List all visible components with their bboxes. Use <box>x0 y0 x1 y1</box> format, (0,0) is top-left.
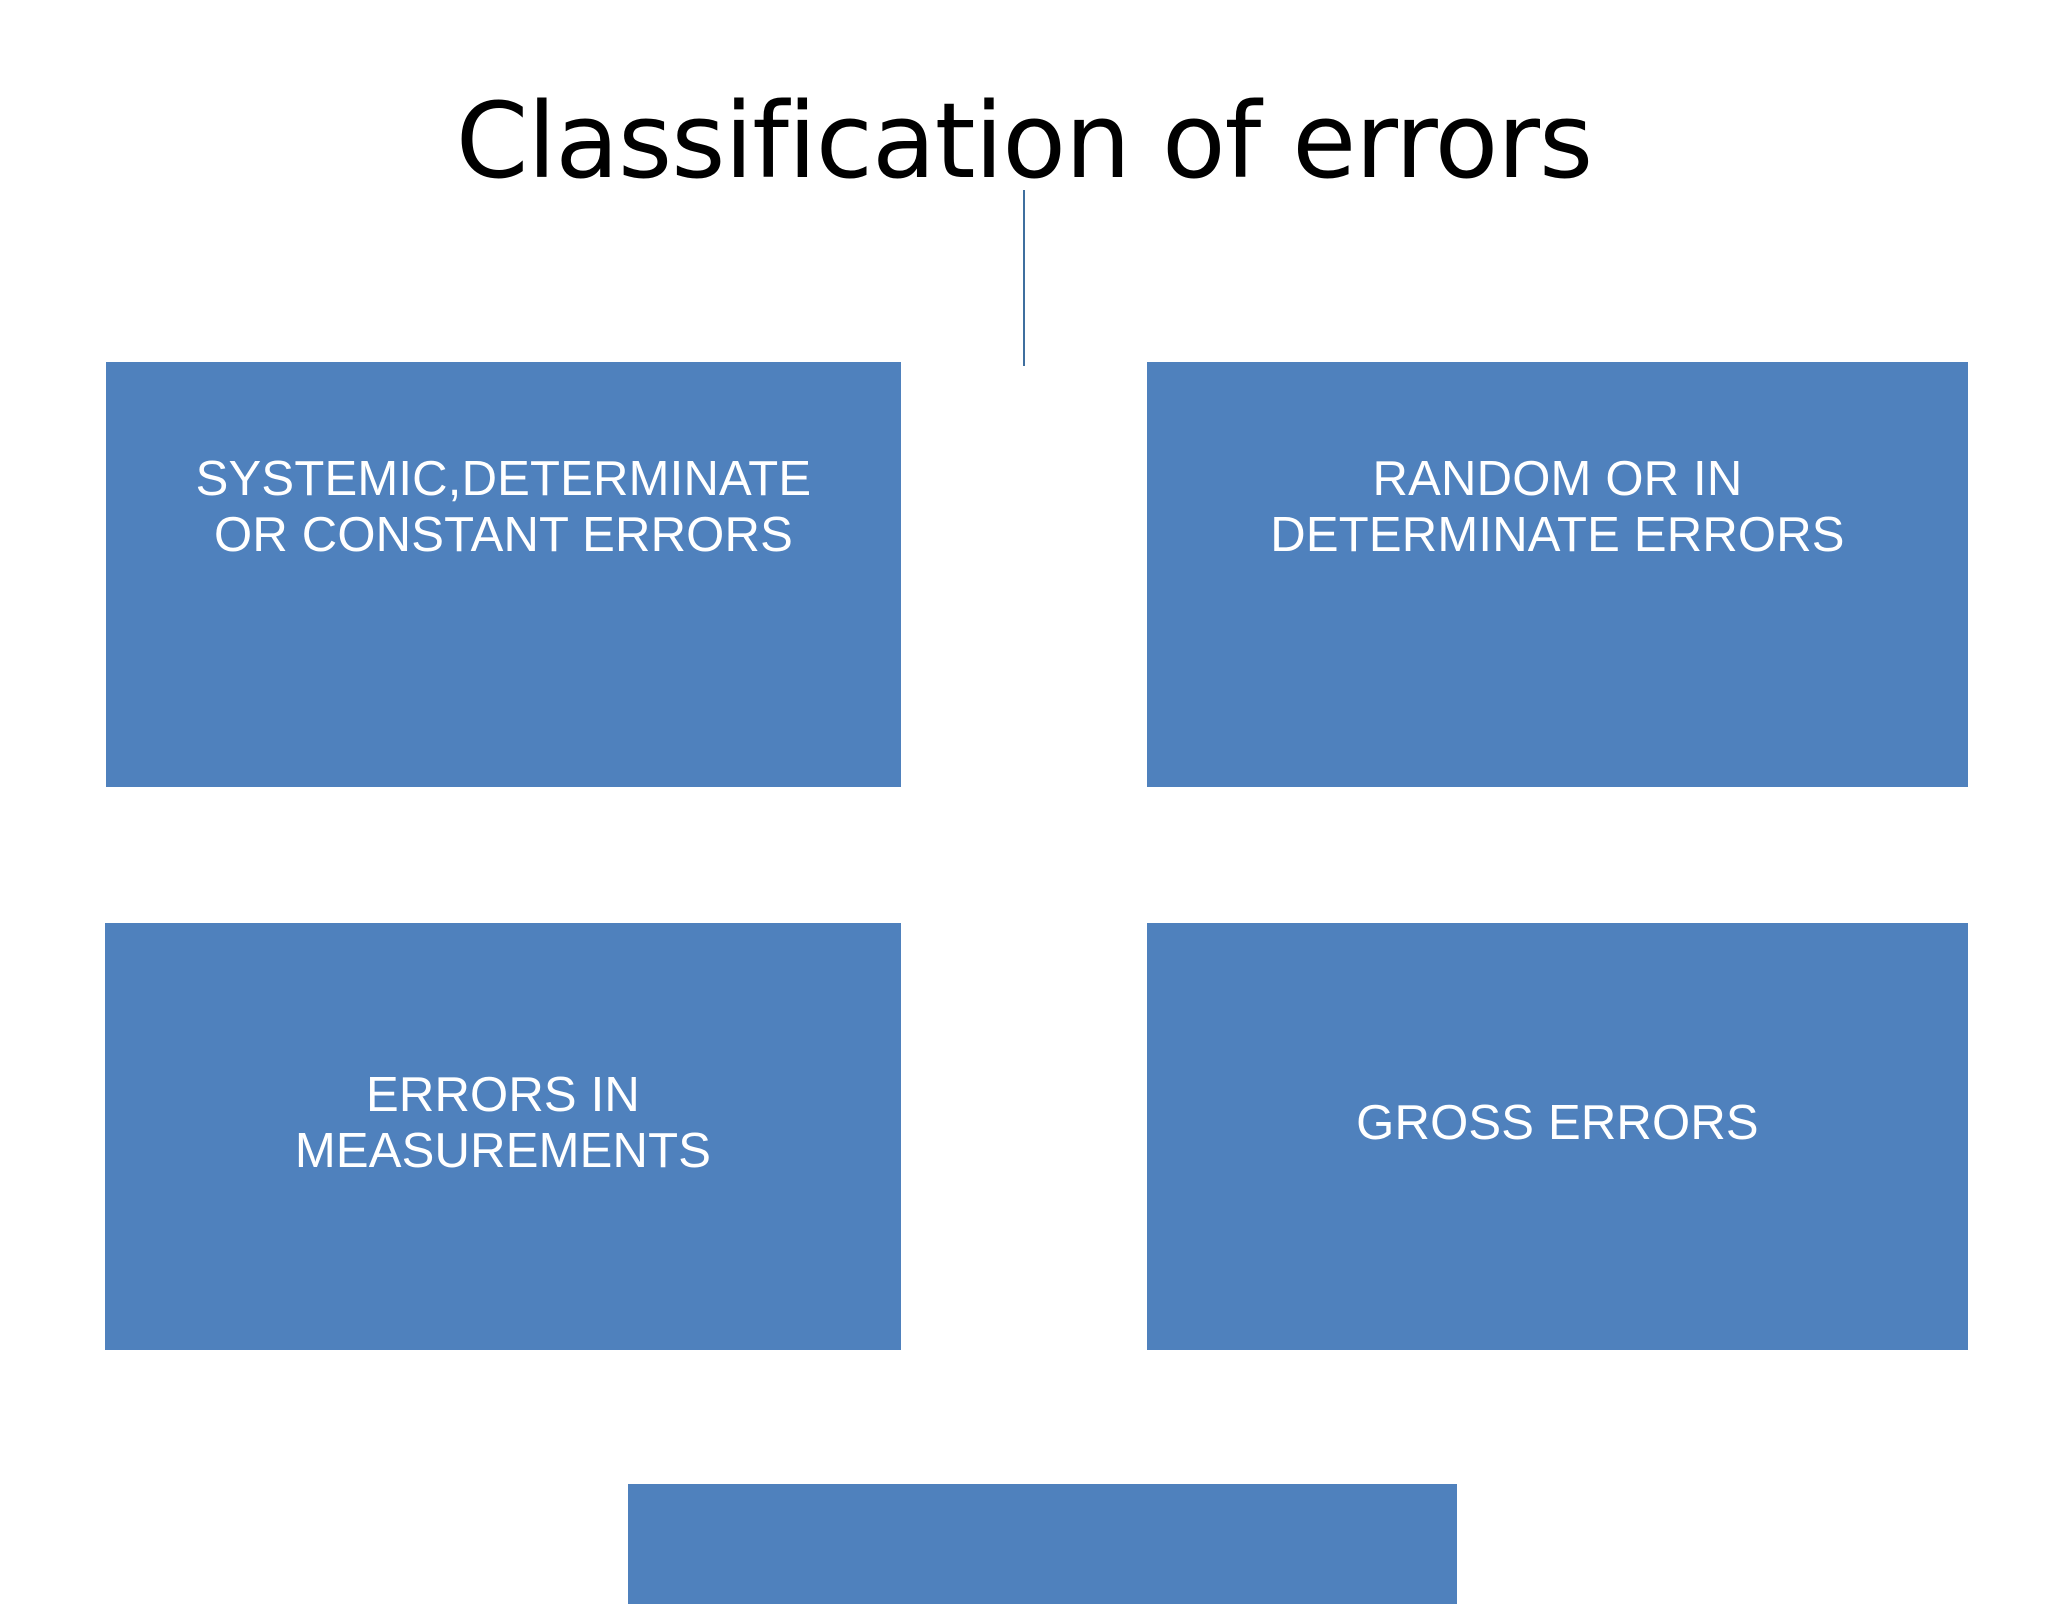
node-systemic-determinate-or-constant-errors[interactable]: SYSTEMIC,DETERMINATE OR CONSTANT ERRORS <box>106 362 901 787</box>
node-errors-in-measurements[interactable]: ERRORS IN MEASUREMENTS <box>105 923 901 1350</box>
connector-line <box>1023 190 1025 366</box>
node-partial-cutoff[interactable] <box>628 1484 1457 1604</box>
page-title: Classification of errors <box>455 80 1593 202</box>
node-label: SYSTEMIC,DETERMINATE OR CONSTANT ERRORS <box>195 452 812 562</box>
node-label: GROSS ERRORS <box>1356 1095 1759 1150</box>
node-gross-errors[interactable]: GROSS ERRORS <box>1147 923 1968 1350</box>
node-random-or-indeterminate-errors[interactable]: RANDOM OR IN DETERMINATE ERRORS <box>1147 362 1968 787</box>
node-label: ERRORS IN MEASUREMENTS <box>294 1067 712 1178</box>
node-label: RANDOM OR IN DETERMINATE ERRORS <box>1270 452 1845 562</box>
slide-canvas: Classification of errors SYSTEMIC,DETERM… <box>105 80 1968 1604</box>
